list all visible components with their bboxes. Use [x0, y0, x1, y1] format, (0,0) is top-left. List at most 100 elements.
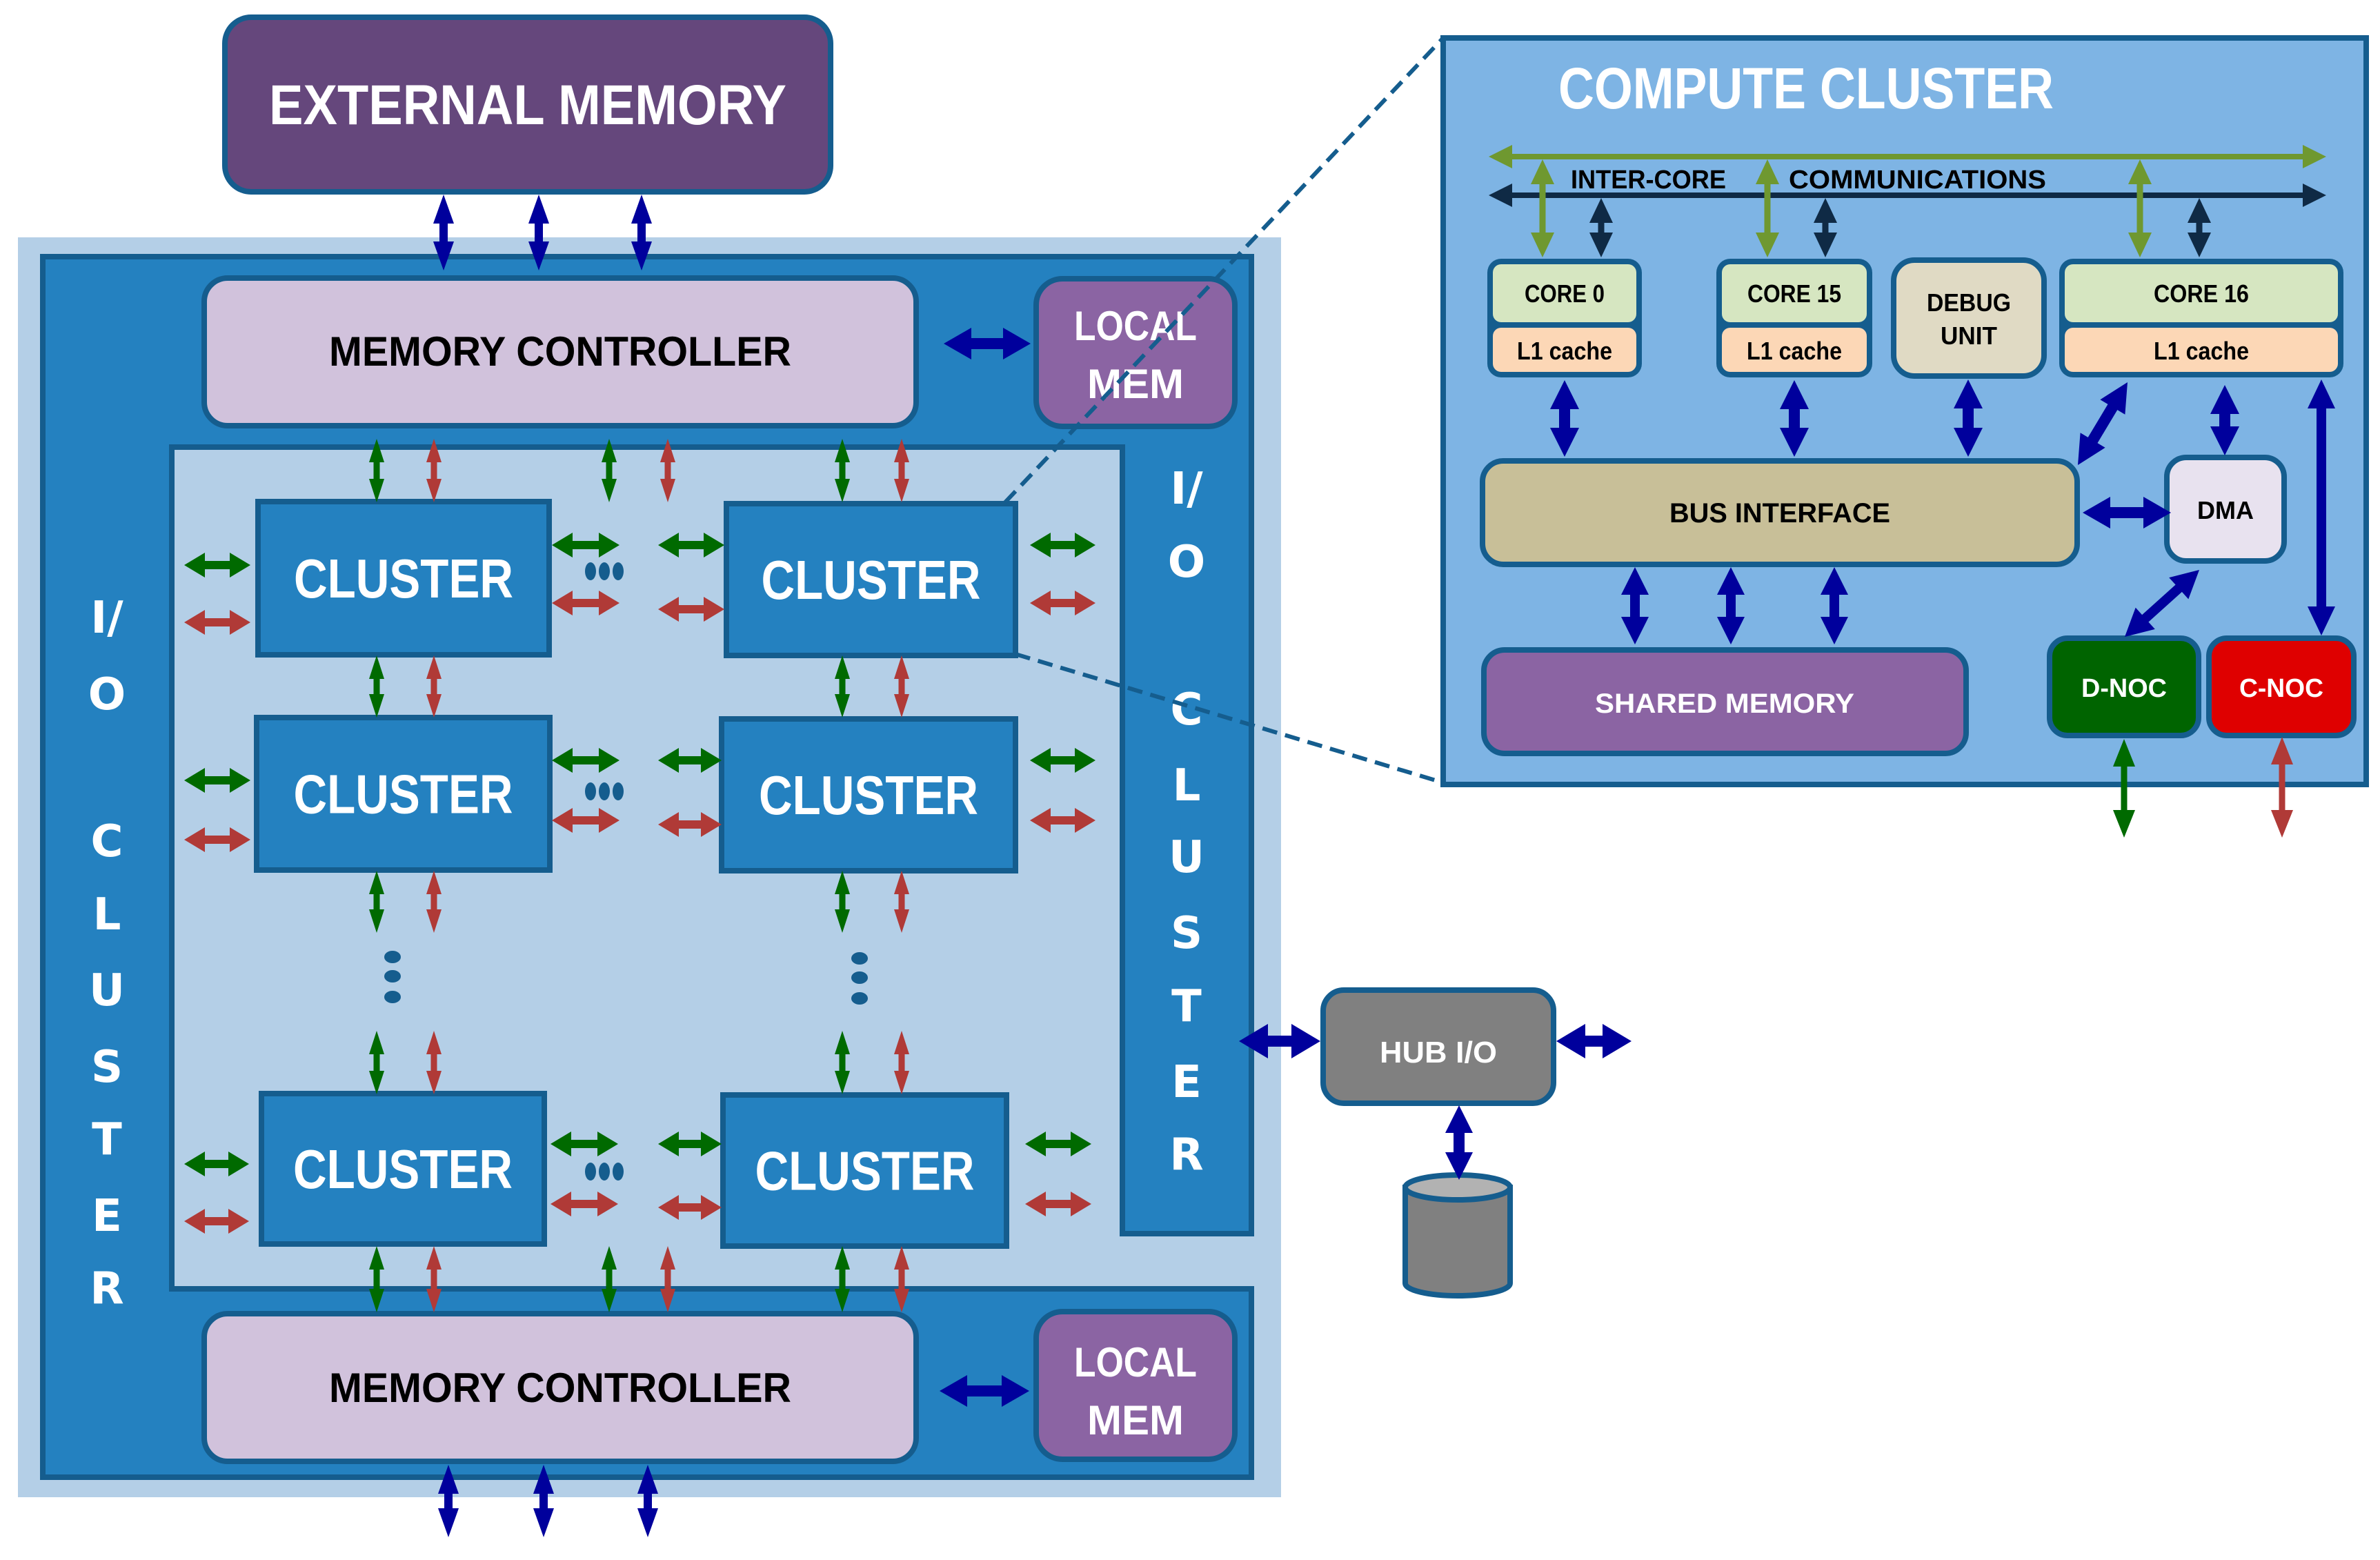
- dma[interactable]: DMA: [2164, 455, 2287, 564]
- control-noc-arrow: [552, 591, 619, 615]
- cache-dma-arrow: [2210, 385, 2239, 455]
- core-15[interactable]: CORE 15 L1 cache: [1716, 259, 1872, 377]
- disk-top: [1402, 1172, 1513, 1203]
- data-noc-arrow: [835, 1031, 850, 1094]
- c-noc[interactable]: C-NOC: [2206, 635, 2357, 738]
- core-15-cache-label: L1 cache: [1747, 337, 1842, 365]
- control-noc-arrow: [184, 610, 250, 635]
- hub-io-arrow: [1239, 1024, 1320, 1058]
- control-noc-arrow: [660, 1246, 675, 1312]
- ellipsis-dot: [585, 562, 596, 580]
- local-mem-bottom-line1: LOCAL: [1074, 1339, 1197, 1385]
- control-noc-arrow: [426, 1246, 442, 1312]
- cluster-5[interactable]: CLUSTER: [259, 1091, 547, 1247]
- io-cluster-letter: U: [89, 965, 125, 1016]
- shared-memory[interactable]: SHARED MEMORY: [1481, 647, 1969, 756]
- local-mem-bottom[interactable]: LOCAL MEM: [1033, 1309, 1238, 1462]
- ellipsis-dot: [613, 562, 624, 580]
- io-cluster-letter: L: [93, 889, 121, 940]
- memory-bus-arrow: [637, 1465, 658, 1537]
- memory-controller-bottom[interactable]: MEMORY CONTROLLER: [201, 1311, 919, 1464]
- cluster-4[interactable]: CLUSTER: [719, 716, 1018, 873]
- core-bus-link-dark: [2188, 198, 2211, 257]
- core-0-cache-label: L1 cache: [1517, 337, 1612, 365]
- core-bus-link-green: [1756, 159, 1779, 257]
- control-noc-arrow: [658, 597, 724, 622]
- hub-io[interactable]: HUB I/O: [1320, 987, 1556, 1106]
- data-noc-arrow: [602, 439, 617, 502]
- debug-unit[interactable]: DEBUG UNIT: [1891, 257, 2047, 379]
- external-memory[interactable]: EXTERNAL MEMORY: [222, 14, 833, 195]
- memory-controller-top-box: [201, 275, 919, 428]
- data-noc-arrow: [1025, 1132, 1091, 1156]
- cluster-1[interactable]: CLUSTER: [255, 499, 552, 658]
- ellipsis-dot: [384, 951, 401, 963]
- bus-interface[interactable]: BUS INTERFACE: [1480, 458, 2080, 567]
- cluster-box: [720, 1092, 1009, 1249]
- core-15-label: CORE 15: [1747, 279, 1841, 308]
- storage-arrow: [1445, 1105, 1473, 1180]
- c-noc-label: C-NOC: [2239, 674, 2323, 703]
- cluster-3[interactable]: CLUSTER: [254, 715, 553, 873]
- horizontal-ellipsis-icon: [585, 1163, 624, 1181]
- ellipsis-dot: [585, 1163, 596, 1181]
- external-memory-box: [222, 14, 833, 195]
- data-noc-arrow: [835, 1246, 850, 1312]
- io-cluster-letter: R: [1169, 1129, 1203, 1181]
- io-cluster-letter: E: [1171, 1057, 1202, 1108]
- inter-core-bus-dark: [1489, 184, 2326, 207]
- horizontal-ellipsis-icon: [585, 782, 624, 800]
- vertical-ellipsis-icon: [851, 952, 868, 1005]
- io-cluster-letter: C: [91, 816, 123, 867]
- dma-dnoc-arrow: [2125, 570, 2199, 637]
- memory-bus-arrow: [631, 195, 652, 270]
- cluster-6[interactable]: CLUSTER: [720, 1092, 1009, 1249]
- memory-bus-arrow: [438, 1465, 459, 1537]
- local-mem-top[interactable]: LOCAL MEM: [1033, 276, 1238, 429]
- core-0[interactable]: CORE 0 L1 cache: [1487, 259, 1642, 377]
- core-16[interactable]: CORE 16 L1 cache: [2059, 259, 2343, 377]
- bus-interface-label: BUS INTERFACE: [1669, 498, 1890, 529]
- external-memory-label: EXTERNAL MEMORY: [269, 74, 786, 137]
- cluster-box: [254, 715, 553, 873]
- core-bus-link-green: [1531, 159, 1554, 257]
- ellipsis-dot: [851, 952, 868, 965]
- arrows: [184, 145, 2335, 1537]
- cluster-label: CLUSTER: [759, 764, 978, 826]
- bus-label-communications: COMMUNICATIONS: [1789, 166, 2046, 195]
- memory-controller-top[interactable]: MEMORY CONTROLLER: [201, 275, 919, 428]
- cluster-box: [719, 716, 1018, 873]
- data-noc-arrow: [835, 871, 850, 933]
- database-cylinder-icon: [1402, 1172, 1513, 1299]
- shared-memory-arrow: [1621, 567, 1649, 644]
- data-noc-arrow: [369, 655, 384, 718]
- data-noc-arrow: [2113, 739, 2135, 838]
- bus-dma-arrow: [2083, 497, 2171, 529]
- memory-controller-bottom-box: [201, 1311, 919, 1464]
- control-noc-arrow: [426, 439, 442, 502]
- io-cluster-letter: S: [91, 1042, 123, 1093]
- control-noc-arrow: [660, 439, 675, 502]
- core-bus-link-dark: [1589, 198, 1613, 257]
- data-noc-arrow: [551, 1132, 618, 1156]
- data-noc-arrow: [602, 1246, 617, 1312]
- core-bus-link-green: [2128, 159, 2152, 257]
- core-16-label: CORE 16: [2154, 279, 2249, 308]
- disk-body: [1402, 1185, 1513, 1299]
- io-cluster-letter: T: [92, 1114, 122, 1165]
- local-mem-bottom-box: [1033, 1309, 1238, 1462]
- control-noc-arrow: [1030, 808, 1095, 833]
- data-noc-arrow: [835, 655, 850, 718]
- core-16-body: [2065, 264, 2338, 322]
- d-noc[interactable]: D-NOC: [2047, 635, 2201, 738]
- bus-label-inter-core: INTER-CORE: [1571, 166, 1726, 195]
- debug-bus-arrow: [1954, 379, 1983, 457]
- cluster-2[interactable]: CLUSTER: [724, 501, 1018, 658]
- ellipsis-dot: [384, 970, 401, 983]
- io-cluster-letter: O: [88, 669, 126, 720]
- local-mem-bottom-line2: MEM: [1087, 1397, 1184, 1443]
- manycore-system: EXTERNAL MEMORY MEMORY CONTROLLER LOCAL …: [18, 14, 1701, 1497]
- cache-cnoc-arrow: [2308, 379, 2335, 635]
